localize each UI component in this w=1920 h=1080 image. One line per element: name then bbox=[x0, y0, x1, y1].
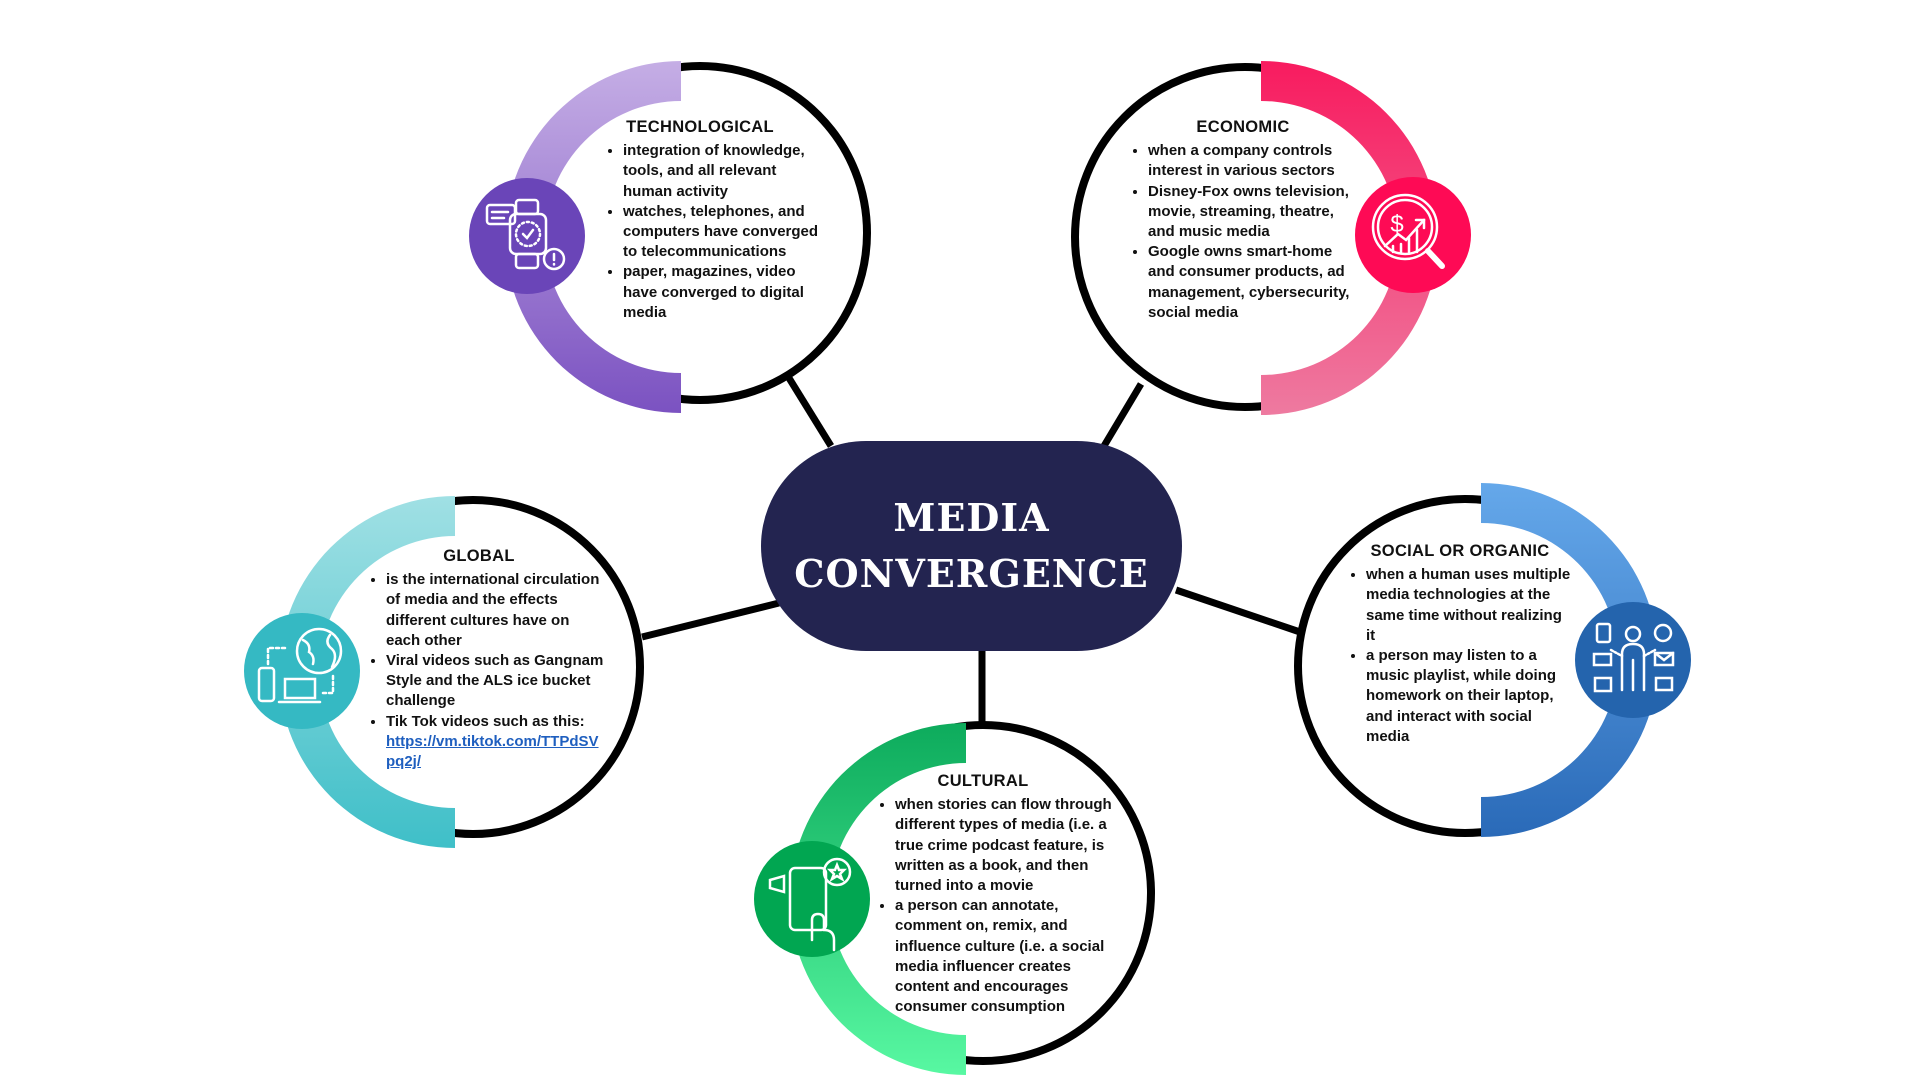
center-title-line1: MEDIA bbox=[893, 495, 1050, 540]
global-title: GLOBAL bbox=[443, 547, 515, 565]
list-item: Tik Tok videos such as this: https://vm.t… bbox=[386, 712, 604, 773]
technological-text: TECHNOLOGICAL integration of knowledge, … bbox=[605, 117, 827, 323]
list-item: watches, telephones, and computers have … bbox=[623, 202, 827, 263]
cultural-text: CULTURAL when stories can flow through d… bbox=[877, 771, 1127, 1017]
list-item: a person can annotate, comment on, remix… bbox=[895, 896, 1127, 1017]
social-title: SOCIAL OR ORGANIC bbox=[1370, 542, 1550, 560]
list-item: when a human uses multiple media technol… bbox=[1366, 565, 1572, 646]
technological-arc bbox=[505, 61, 681, 413]
cultural-title: CULTURAL bbox=[937, 772, 1029, 790]
economic-arc bbox=[1261, 61, 1438, 415]
global-text: GLOBAL is the international circulation … bbox=[368, 546, 604, 772]
list-item: integration of knowledge, tools, and all… bbox=[623, 141, 827, 202]
svg-text:$: $ bbox=[1390, 211, 1403, 238]
list-item: paper, magazines, video have converged t… bbox=[623, 262, 827, 323]
social-arc bbox=[1481, 483, 1658, 837]
smartwatch-chat-icon bbox=[469, 178, 585, 294]
list-item: when a company controls interest in vari… bbox=[1148, 141, 1358, 181]
list-item: Disney-Fox owns television, movie, strea… bbox=[1148, 182, 1358, 243]
center-title: MEDIA CONVERGENCE bbox=[761, 441, 1182, 651]
list-item: when stories can flow through different … bbox=[895, 795, 1127, 896]
list-item: Viral videos such as Gangnam Style and t… bbox=[386, 651, 604, 712]
cultural-arc bbox=[790, 723, 966, 1075]
person-multitasking-icon bbox=[1575, 602, 1691, 718]
center-title-line2: CONVERGENCE bbox=[794, 551, 1149, 596]
economic-title: ECONOMIC bbox=[1196, 118, 1290, 136]
list-item: is the international circulation of medi… bbox=[386, 570, 604, 651]
globe-devices-icon bbox=[244, 613, 360, 729]
center-node bbox=[761, 441, 1182, 651]
list-item: Google owns smart-home and consumer prod… bbox=[1148, 242, 1358, 323]
connector-global bbox=[641, 599, 780, 641]
technological-title: TECHNOLOGICAL bbox=[626, 118, 774, 136]
list-item: a person may listen to a music playlist,… bbox=[1366, 646, 1572, 747]
economic-text: ECONOMIC when a company controls interes… bbox=[1130, 117, 1358, 323]
connector-social bbox=[1174, 586, 1302, 636]
phone-megaphone-star-icon bbox=[754, 841, 870, 957]
global-arc bbox=[279, 496, 455, 848]
dollar-magnifier-chart-icon: $ bbox=[1355, 177, 1471, 293]
social-text: SOCIAL OR ORGANIC when a human uses mult… bbox=[1348, 541, 1572, 747]
connector-economic bbox=[1100, 382, 1145, 448]
list-item-text: Tik Tok videos such as this: bbox=[386, 712, 585, 730]
tiktok-link[interactable]: https://vm.tiktok.com/TTPdSVpq2j/ bbox=[386, 732, 599, 771]
connectors bbox=[641, 376, 1302, 728]
connector-technological bbox=[786, 376, 834, 448]
